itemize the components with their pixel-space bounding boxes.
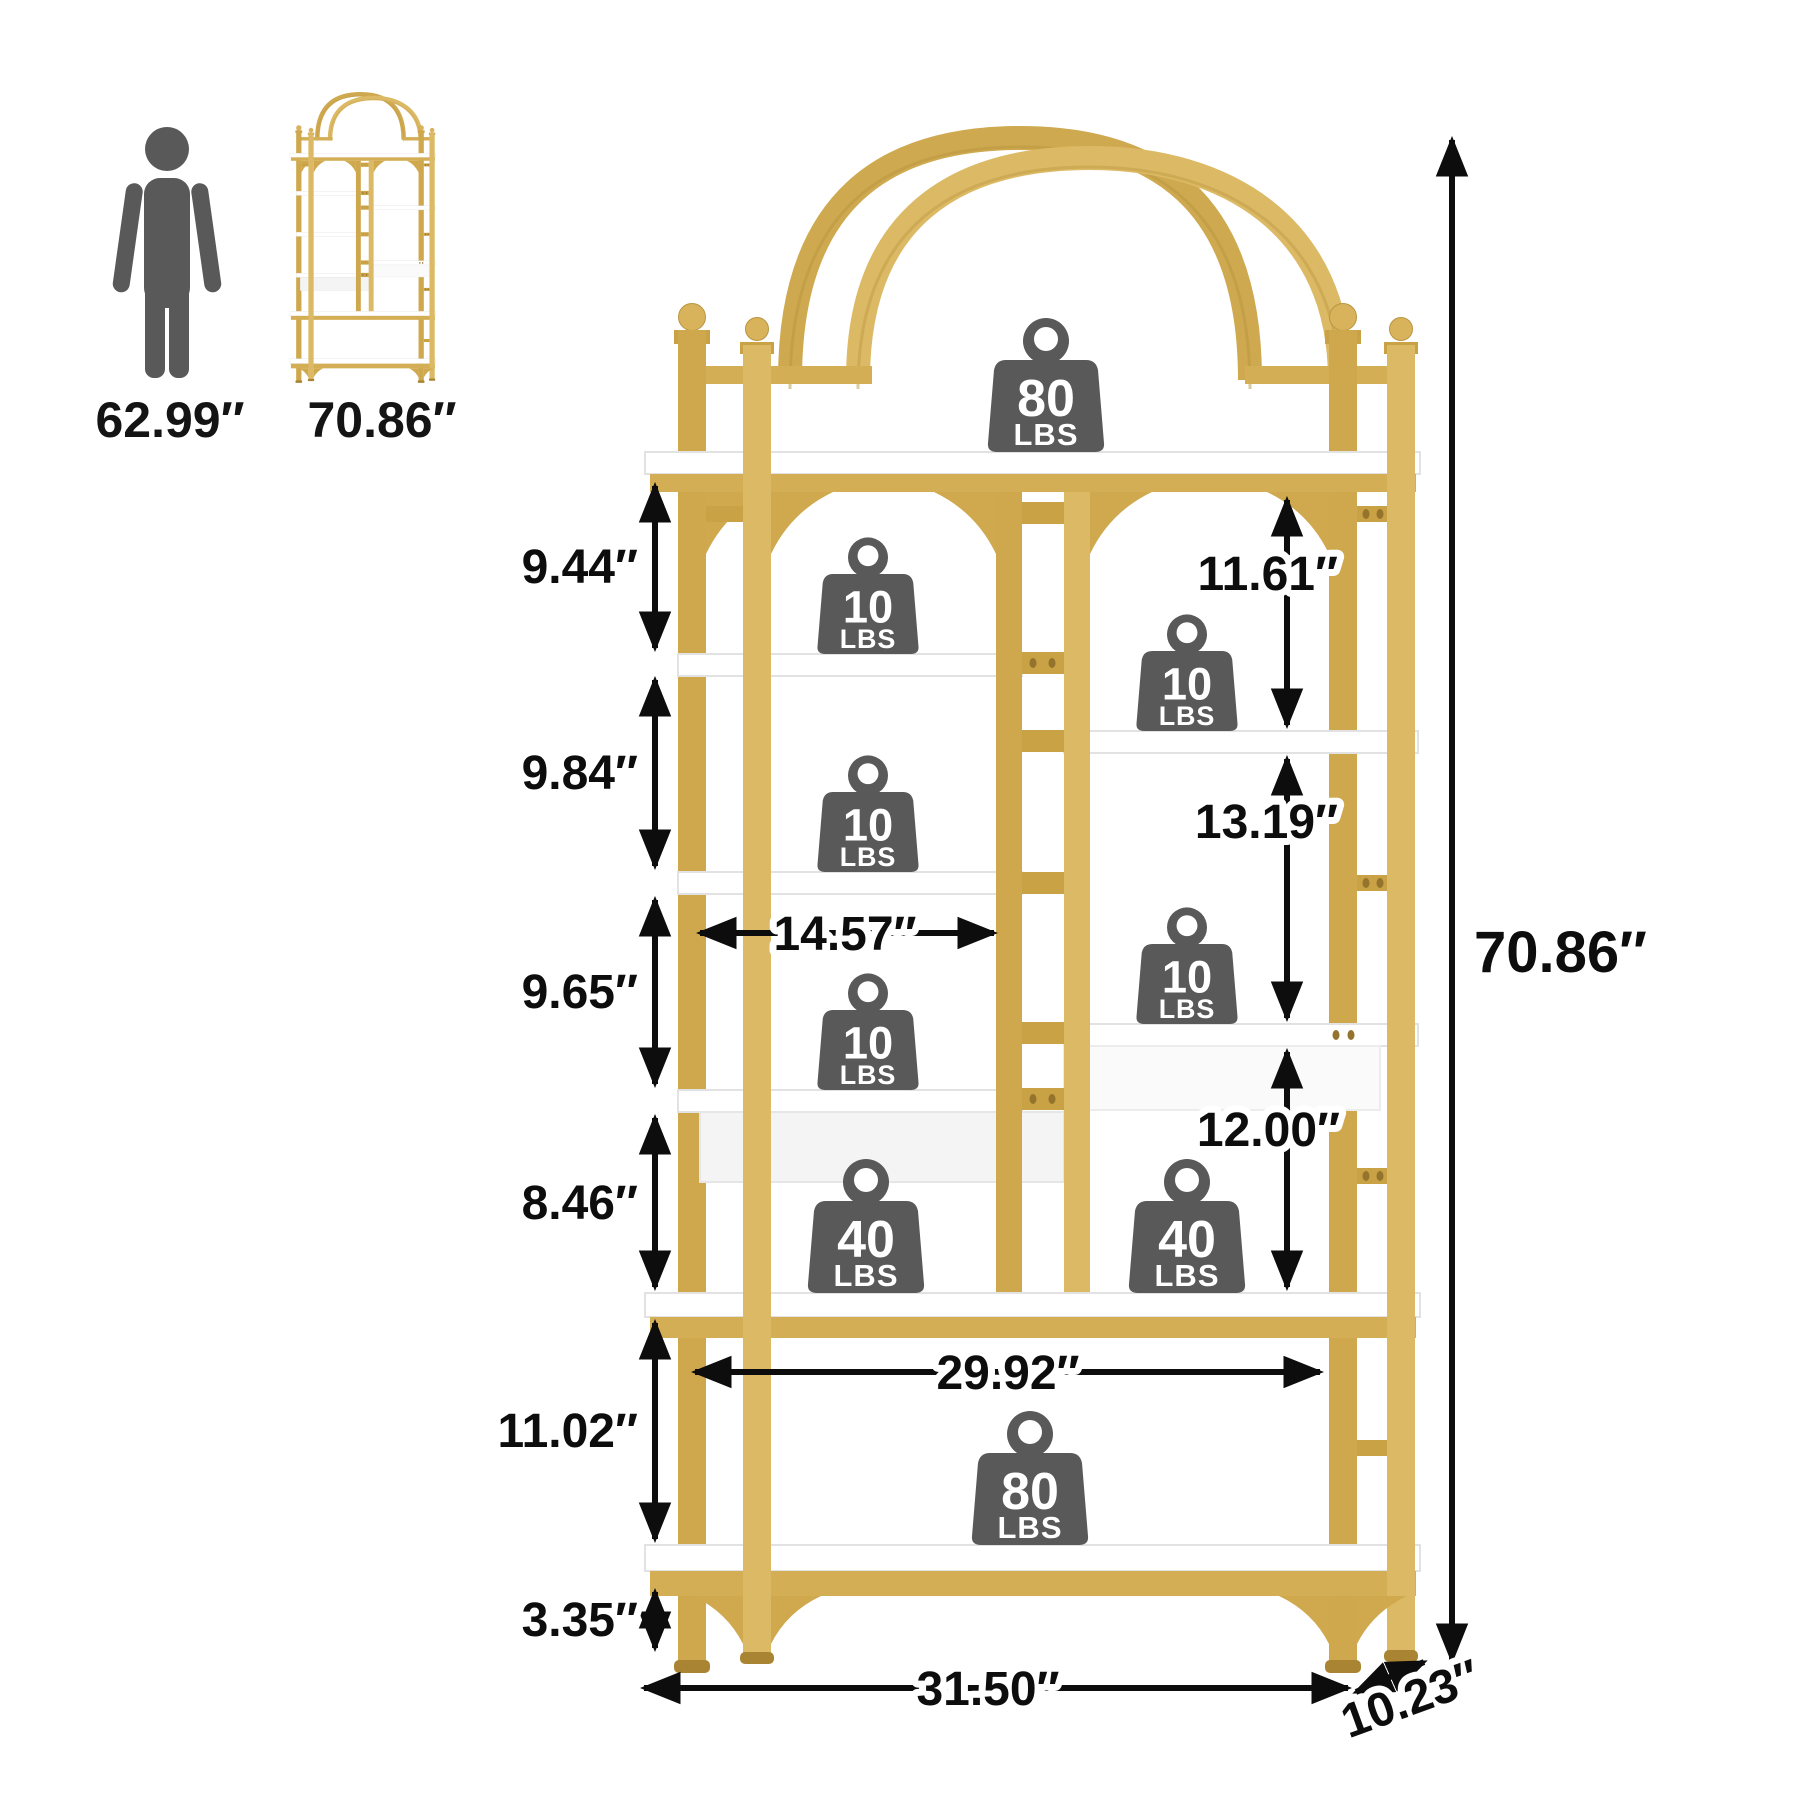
weight-unit: LBS	[840, 624, 897, 654]
person-icon	[112, 127, 222, 378]
dim-label-left-3: 9.65″	[522, 966, 638, 1019]
dim-label-left-1: 9.44″	[522, 541, 638, 594]
weight-unit: LBS	[1014, 417, 1079, 452]
dim-label-left-4: 8.46″	[522, 1177, 638, 1230]
dim-label-left-5: 11.02″	[498, 1405, 638, 1458]
weight-badge-left-1: 10 LBS	[817, 537, 919, 654]
dim-label-width-inner: 14.57″	[773, 908, 916, 961]
weight-unit: LBS	[1155, 1258, 1220, 1293]
weight-badge-bottom: 80 LBS	[971, 1411, 1089, 1545]
person-height-label: 62.99″	[95, 392, 244, 448]
weight-badge-top: 80 LBS	[987, 318, 1105, 452]
dim-label-width-shelf: 29.92″	[936, 1347, 1079, 1400]
weight-badge-right-1: 10 LBS	[1136, 614, 1238, 731]
dim-label-inner-2: 13.19″	[1195, 796, 1338, 849]
weight-value: 80	[1001, 1463, 1059, 1521]
product-thumbnail	[290, 94, 436, 383]
weight-badge-left-40: 40 LBS	[807, 1159, 925, 1293]
weight-unit: LBS	[998, 1510, 1063, 1545]
weight-value: 10	[843, 582, 893, 633]
dim-label-inner-1: 11.61″	[1198, 548, 1338, 601]
weight-unit: LBS	[840, 842, 897, 872]
dim-label-left-2: 9.84″	[522, 747, 638, 800]
weight-badges: 80 LBS 10 LBS 10 LBS 10 LBS	[807, 318, 1246, 1545]
weight-value: 40	[1158, 1211, 1216, 1269]
dim-arrow-depth	[1352, 1659, 1428, 1695]
product-height-label: 70.86″	[307, 392, 456, 448]
dim-label-left-6: 3.35″	[522, 1594, 638, 1647]
weight-value: 10	[1162, 952, 1212, 1003]
dim-label-height-total: 70.86″	[1474, 920, 1647, 985]
weight-badge-left-2: 10 LBS	[817, 755, 919, 872]
weight-value: 40	[837, 1211, 895, 1269]
dimension-labels: 9.44″ 9.84″ 9.65″ 8.46″ 11.02″ 3.35″ 11.…	[491, 534, 1654, 1756]
weight-value: 10	[1162, 659, 1212, 710]
weight-unit: LBS	[834, 1258, 899, 1293]
weight-unit: LBS	[840, 1060, 897, 1090]
weight-badge-right-40: 40 LBS	[1128, 1159, 1246, 1293]
weight-value: 10	[843, 800, 893, 851]
weight-badge-right-2: 10 LBS	[1136, 907, 1238, 1024]
dim-label-inner-3: 12.00″	[1197, 1104, 1340, 1157]
weight-value: 10	[843, 1018, 893, 1069]
weight-badge-left-3: 10 LBS	[817, 973, 919, 1090]
weight-unit: LBS	[1159, 994, 1216, 1024]
weight-value: 80	[1017, 370, 1075, 428]
dim-label-width-total: 31.50″	[916, 1663, 1059, 1716]
weight-unit: LBS	[1159, 701, 1216, 731]
dimension-arrows	[638, 135, 1469, 1705]
